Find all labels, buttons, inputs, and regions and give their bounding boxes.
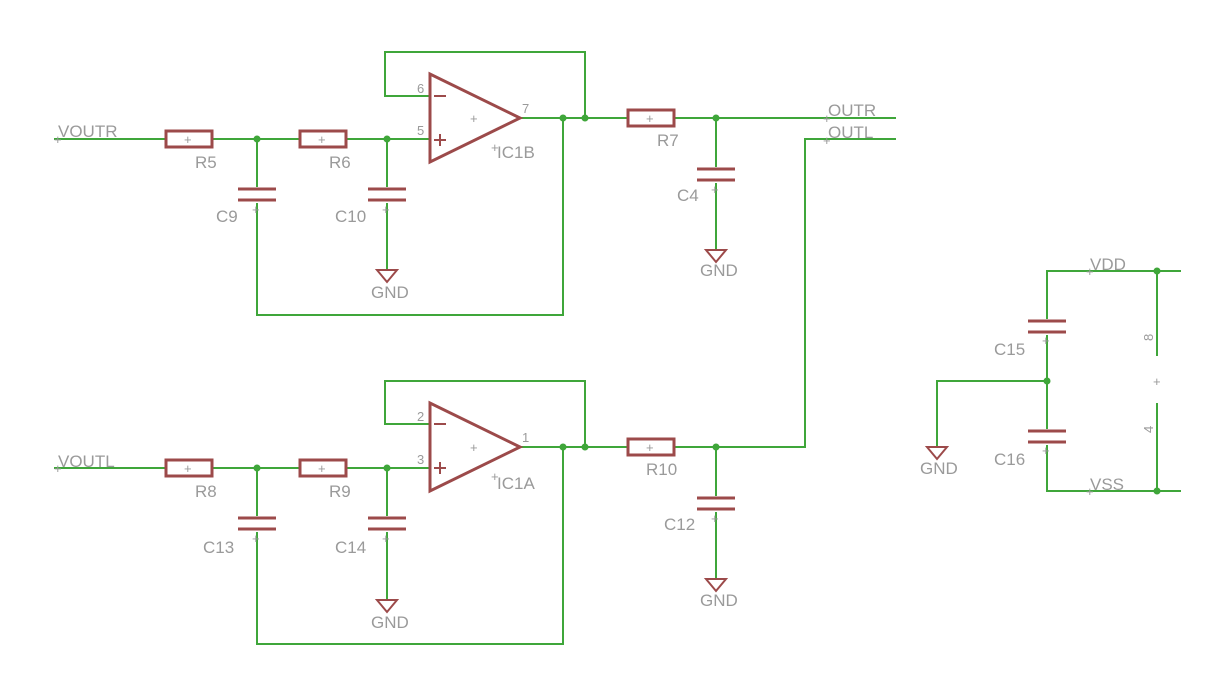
ic1a-origin-mark: +: [491, 469, 499, 484]
c4-label: C4: [677, 186, 699, 205]
capacitor-c4: + C4: [677, 167, 735, 205]
channel-left: + R8 + R9 + C13 + C14 GND: [54, 380, 738, 645]
r10-label: R10: [646, 460, 677, 479]
ic1-power-origin-mark: +: [1153, 374, 1161, 389]
c4-pin-mark: +: [711, 182, 719, 197]
ic1-pin-8: 8: [1141, 334, 1156, 341]
capacitor-c14: + C14: [335, 516, 406, 557]
ic1b-pin-7: 7: [522, 101, 529, 116]
outr-port-mark: +: [823, 111, 831, 126]
c16-label: C16: [994, 450, 1025, 469]
resistor-r8: + R8: [164, 458, 217, 501]
opamp-ic1a: + 2 3 1 + IC1A: [417, 400, 535, 494]
outl-port-mark: +: [823, 133, 831, 148]
r5-label: R5: [195, 153, 217, 172]
c10-label: C10: [335, 207, 366, 226]
ic1a-pin-2: 2: [417, 409, 424, 424]
net-label-outr: OUTR: [828, 101, 876, 120]
ic1b-origin-mark: +: [491, 140, 499, 155]
net-label-voutr: VOUTR: [58, 122, 118, 141]
resistor-r10: + R10: [626, 437, 677, 479]
ic1a-pin-1: 1: [522, 430, 529, 445]
capacitor-c10: + C10: [335, 187, 406, 226]
r9-label: R9: [329, 482, 351, 501]
net-label-vss: VSS: [1090, 475, 1124, 494]
capacitor-c13: + C13: [203, 516, 276, 557]
ground-label: GND: [700, 261, 738, 280]
resistor-r7: + R7: [626, 108, 679, 150]
ic1a-pin-3: 3: [417, 452, 424, 467]
ground-label: GND: [371, 613, 409, 632]
channel-right: + R5 + R6 + C9 + C10 GND: [54, 51, 896, 316]
capacitor-c16: + C16: [994, 429, 1066, 469]
ground-symbol: GND: [371, 599, 409, 632]
net-label-outl: OUTL: [828, 123, 873, 142]
c16-pin-mark: +: [1042, 443, 1050, 458]
ic1a-center-mark: +: [470, 440, 478, 455]
c13-pin-mark: +: [252, 531, 260, 546]
ground-label: GND: [371, 283, 409, 302]
capacitor-c9: + C9: [216, 187, 276, 226]
vss-port-mark: +: [1086, 484, 1094, 499]
ground-label: GND: [700, 591, 738, 610]
resistor-r9: + R9: [298, 458, 351, 501]
ic1b-pin-6: 6: [417, 81, 424, 96]
c9-label: C9: [216, 207, 238, 226]
c13-label: C13: [203, 538, 234, 557]
c12-label: C12: [664, 515, 695, 534]
net-outl-route: OUTL +: [715, 123, 896, 448]
net-label-voutl: VOUTL: [58, 452, 115, 471]
opamp-ic1b: + 6 5 7 + IC1B: [417, 71, 535, 165]
r9-pin-mark: +: [318, 461, 326, 476]
r6-pin-mark: +: [318, 132, 326, 147]
capacitor-c15: + C15: [994, 319, 1066, 359]
ic1b-center-mark: +: [470, 111, 478, 126]
ground-symbol: GND: [920, 446, 958, 478]
c12-pin-mark: +: [711, 511, 719, 526]
voutl-port-mark: +: [54, 461, 62, 476]
r7-label: R7: [657, 131, 679, 150]
r8-pin-mark: +: [184, 461, 192, 476]
c10-pin-mark: +: [382, 202, 390, 217]
ic1b-label: IC1B: [497, 143, 535, 162]
r8-label: R8: [195, 482, 217, 501]
ic1b-pin-5: 5: [417, 123, 424, 138]
r6-label: R6: [329, 153, 351, 172]
voutr-port-mark: +: [54, 132, 62, 147]
resistor-r5: + R5: [164, 129, 217, 172]
r7-pin-mark: +: [646, 111, 654, 126]
power-section: VDD + VSS + + C15 + C16 GND 8 + 4: [920, 255, 1181, 499]
capacitor-c12: + C12: [664, 496, 735, 534]
c14-pin-mark: +: [382, 531, 390, 546]
ground-symbol: GND: [371, 269, 409, 302]
c14-label: C14: [335, 538, 366, 557]
ground-symbol: GND: [700, 578, 738, 610]
ic1-pin-4: 4: [1141, 426, 1156, 433]
ground-label: GND: [920, 459, 958, 478]
c15-label: C15: [994, 340, 1025, 359]
resistor-r6: + R6: [298, 129, 351, 172]
ic1a-label: IC1A: [497, 474, 535, 493]
c15-pin-mark: +: [1042, 333, 1050, 348]
net-label-vdd: VDD: [1090, 255, 1126, 274]
c9-pin-mark: +: [252, 202, 260, 217]
ic1-power-pins: 8 + 4: [1141, 334, 1161, 433]
r10-pin-mark: +: [646, 440, 654, 455]
ground-symbol: GND: [700, 249, 738, 280]
vdd-port-mark: +: [1086, 264, 1094, 279]
r5-pin-mark: +: [184, 132, 192, 147]
